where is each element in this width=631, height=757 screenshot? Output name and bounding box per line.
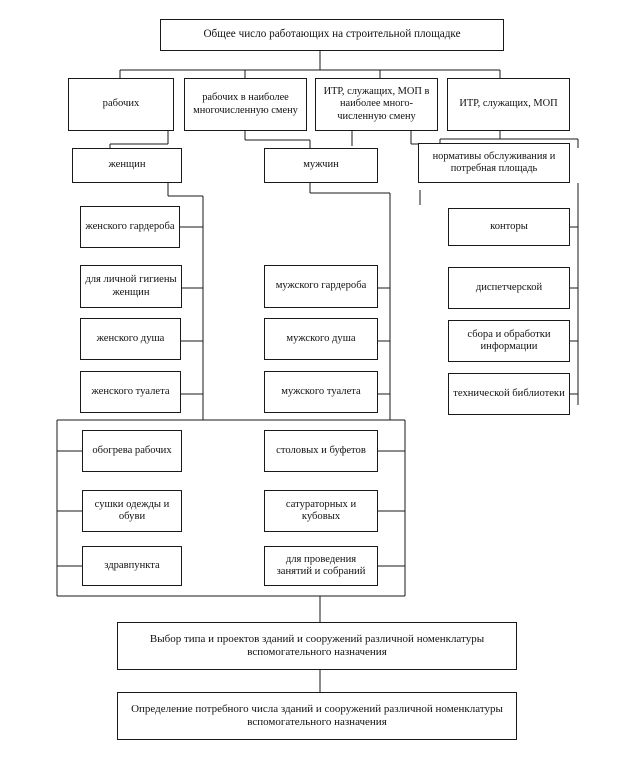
node-determine-building-count[interactable]: Определение потребного числа зданий и со… [117,692,517,740]
node-women-wardrobe[interactable]: женского гардероба [80,206,180,248]
node-label: сатураторных и кубовых [285,498,357,523]
node-label: ИТР, служащих, МОП [459,98,558,110]
node-data-collection-processing[interactable]: сбора и обработки информации [448,320,570,362]
node-label: конторы [490,220,528,232]
node-women-toilet[interactable]: женского туалета [80,371,181,413]
node-itr-largest-shift[interactable]: ИТР, служащих, МОП в наиболее много-числ… [315,78,438,131]
node-first-aid-station[interactable]: здравпункта [82,546,182,586]
node-label: диспетчерской [475,281,543,293]
node-women[interactable]: женщин [72,148,182,183]
node-men-wardrobe[interactable]: мужского гардероба [264,265,378,308]
node-label: мужского туалета [281,385,361,397]
node-label: здравпункта [104,559,160,571]
node-label: столовых и буфетов [276,444,366,456]
node-label: сбора и обработки информации [467,328,551,353]
node-label: женского гардероба [85,220,175,232]
node-water-saturators[interactable]: сатураторных и кубовых [264,490,378,532]
node-itr-staff-mop[interactable]: ИТР, служащих, МОП [447,78,570,131]
node-label: сушки одежды и обуви [94,498,170,523]
node-label: ИТР, служащих, МОП в наиболее много-числ… [323,86,430,122]
node-label: женского душа [96,332,165,344]
node-men-shower[interactable]: мужского душа [264,318,378,360]
node-dispatch-room[interactable]: диспетчерской [448,267,570,309]
node-label: рабочих [102,98,140,110]
node-label: женщин [108,159,146,171]
node-technical-library[interactable]: технической библиотеки [448,373,570,415]
node-label: мужского гардероба [275,280,367,292]
node-service-norms-area[interactable]: нормативы обслуживания и потребная площа… [418,143,570,183]
node-label: технической библиотеки [453,387,565,399]
node-women-shower[interactable]: женского душа [80,318,181,360]
node-worker-warming[interactable]: обогрева рабочих [82,430,182,472]
node-label: Выбор типа и проектов зданий и сооружени… [149,633,485,658]
node-men[interactable]: мужчин [264,148,378,183]
node-label: обогрева рабочих [92,444,172,456]
node-label: Определение потребного числа зданий и со… [131,703,503,728]
node-meetings-classes[interactable]: для проведения занятий и собраний [264,546,378,586]
node-office[interactable]: конторы [448,208,570,246]
node-label: для личной гигиены женщин [85,274,177,298]
node-label: рабочих в наиболее многочисленную смену [193,92,298,116]
node-label: мужчин [303,159,339,171]
node-men-toilet[interactable]: мужского туалета [264,371,378,413]
node-label: Общее число работающих на строительной п… [203,28,461,41]
node-label: женского туалета [91,385,170,397]
node-workers-largest-shift[interactable]: рабочих в наиболее многочисленную смену [184,78,307,131]
node-clothes-shoe-drying[interactable]: сушки одежды и обуви [82,490,182,532]
node-title-total-workers[interactable]: Общее число работающих на строительной п… [160,19,504,51]
node-label: нормативы обслуживания и потребная площа… [432,150,556,174]
node-label: для проведения занятий и собраний [276,553,366,578]
node-canteens-buffets[interactable]: столовых и буфетов [264,430,378,472]
node-women-hygiene[interactable]: для личной гигиены женщин [80,265,182,308]
node-label: мужского душа [286,332,356,344]
node-select-building-types[interactable]: Выбор типа и проектов зданий и сооружени… [117,622,517,670]
node-workers[interactable]: рабочих [68,78,174,131]
